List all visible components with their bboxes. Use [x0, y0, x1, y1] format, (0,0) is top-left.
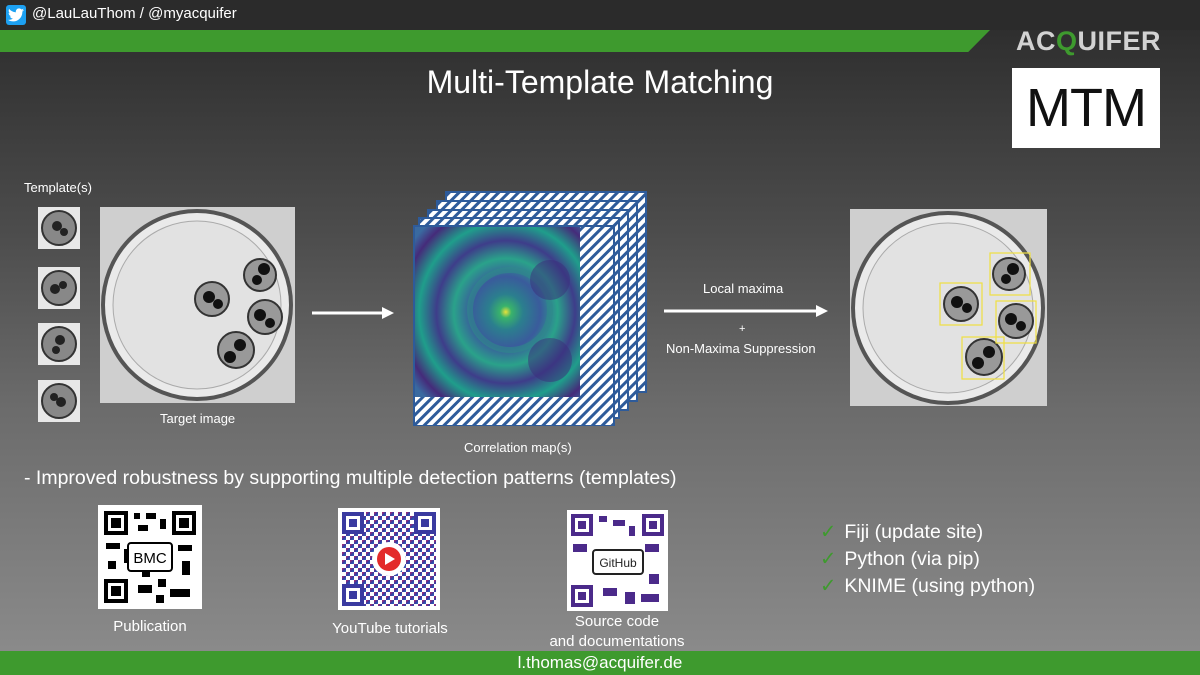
feature-bullet: - Improved robustness by supporting mult…: [24, 467, 677, 489]
qr-caption-youtube: YouTube tutorials: [332, 620, 448, 637]
target-image-label: Target image: [160, 411, 236, 426]
plus-sign: +: [739, 323, 746, 335]
svg-text:BMC: BMC: [133, 550, 167, 567]
local-maxima-label: Local maxima: [703, 281, 784, 296]
svg-text:GitHub: GitHub: [599, 556, 637, 570]
checklist-item: ✓Python (via pip): [820, 548, 980, 570]
availability-checklist: ✓Fiji (update site) ✓Python (via pip) ✓K…: [820, 519, 1035, 600]
arrow-right-icon: [312, 307, 394, 319]
arrow-right-icon: [664, 305, 828, 317]
twitter-icon: [6, 5, 26, 25]
qr-code-github[interactable]: GitHub: [567, 510, 668, 611]
correlation-maps-label: Correlation map(s): [464, 440, 572, 455]
check-icon: ✓: [820, 521, 837, 543]
top-bar: [0, 0, 1200, 30]
checklist-item: ✓Fiji (update site): [820, 521, 984, 543]
template-thumbnail: [38, 207, 80, 249]
checklist-item: ✓KNIME (using python): [820, 575, 1036, 597]
social-handles[interactable]: @LauLauThom / @myacquifer: [32, 5, 237, 22]
acquifer-logo: ACQUIFER: [1016, 26, 1162, 56]
templates-label: Template(s): [24, 180, 92, 195]
qr-code-youtube[interactable]: [338, 508, 440, 610]
footer-email[interactable]: l.thomas@acquifer.de: [0, 651, 1200, 675]
qr-code-publication[interactable]: BMC: [98, 505, 202, 609]
slide-title: Multi-Template Matching: [426, 64, 774, 100]
header-green-band: [0, 30, 990, 52]
correlation-maps-stack: [413, 191, 647, 426]
qr-caption-publication: Publication: [113, 618, 187, 635]
template-thumbnail: [38, 267, 80, 309]
check-icon: ✓: [820, 548, 837, 570]
qr-caption-github: Source code and documentations: [549, 613, 685, 650]
detection-result-image: [850, 209, 1047, 406]
nms-label: Non-Maxima Suppression: [666, 341, 816, 356]
template-thumbnail: [38, 380, 80, 422]
check-icon: ✓: [820, 575, 837, 597]
mtm-logo: MTM: [1012, 68, 1160, 148]
template-thumbnail: [38, 323, 80, 365]
target-image: [100, 207, 295, 403]
